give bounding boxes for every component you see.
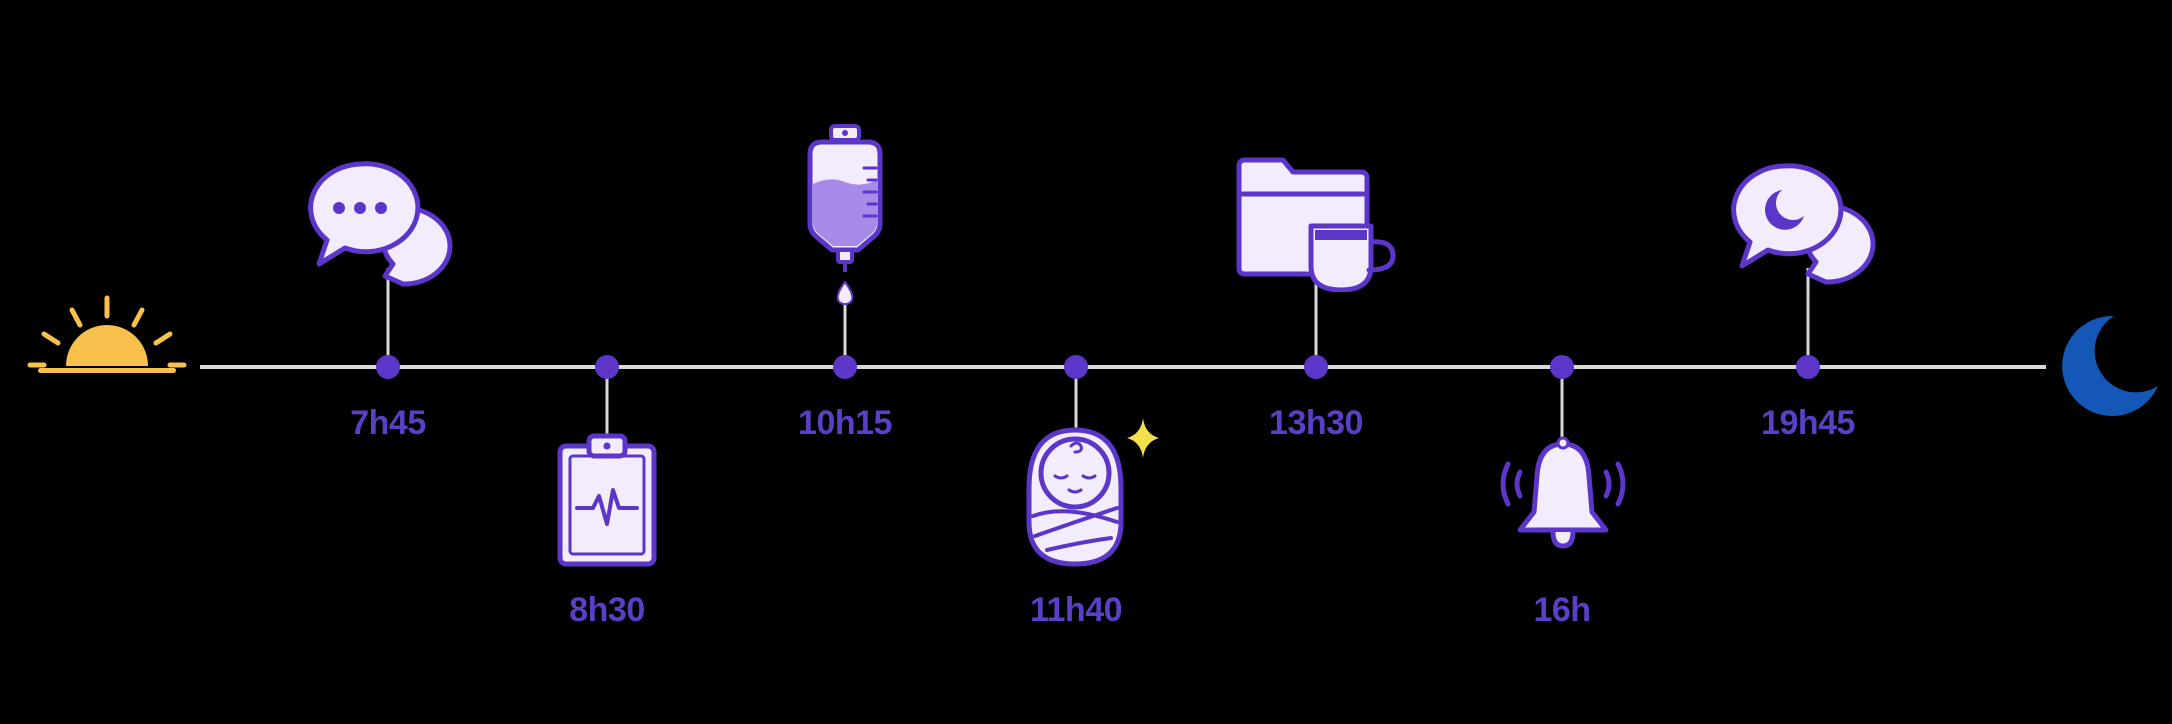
timeline-stems [386,268,1810,448]
ringing-bell-icon [1492,434,1634,554]
chat-bubbles-icon [305,160,467,288]
time-label-event-5: 13h30 [1269,404,1363,442]
timeline-node-event-4 [1064,355,1088,379]
timeline-node-event-2 [595,355,619,379]
time-label-event-1: 7h45 [350,404,426,442]
clipboard-heartbeat-icon [555,432,659,568]
time-label-event-3: 10h15 [798,404,892,442]
night-chat-icon [1728,162,1890,286]
iv-drip-icon [800,122,890,312]
time-label-event-6: 16h [1533,591,1591,629]
time-label-event-7: 19h45 [1761,404,1855,442]
time-label-event-2: 8h30 [569,591,645,629]
timeline-nodes [376,355,1820,379]
timeline-node-event-6 [1550,355,1574,379]
timeline-node-event-7 [1796,355,1820,379]
folder-coffee-icon [1235,156,1403,293]
timeline-node-event-3 [833,355,857,379]
swaddled-baby-icon [1025,418,1170,570]
sunrise-icon [22,288,192,388]
time-label-event-4: 11h40 [1029,591,1123,629]
moon-icon [2052,308,2162,418]
timeline-node-event-5 [1304,355,1328,379]
timeline-node-event-1 [376,355,400,379]
